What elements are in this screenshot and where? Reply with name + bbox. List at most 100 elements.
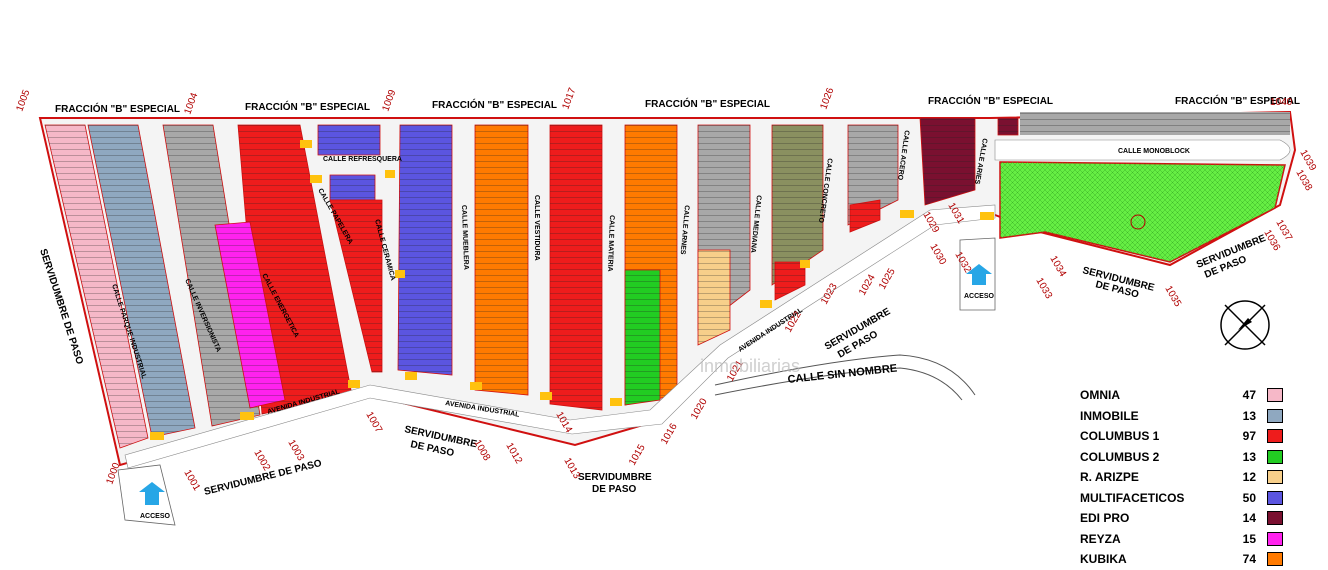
lot-lines	[550, 125, 602, 410]
legend-name: OMNIA	[1080, 388, 1120, 402]
node-label: 1026	[818, 86, 836, 111]
legend-row: MULTIFACETICOS 50	[1080, 489, 1320, 509]
legend-count: 97	[1242, 429, 1256, 443]
road-segment	[310, 175, 322, 183]
node-label: 1024	[857, 272, 878, 297]
node-label: 1038	[1293, 168, 1314, 193]
street-vestidura: CALLE VESTIDURA	[533, 195, 540, 261]
servidumbre-bottom-3a: SERVIDUMBRE	[578, 472, 652, 483]
legend-count: 14	[1242, 511, 1256, 525]
lot-lines	[848, 125, 898, 225]
street-mueblera: CALLE MUEBLERA	[460, 205, 469, 270]
legend-name: COLUMBUS 2	[1080, 449, 1160, 464]
road-segment	[610, 398, 622, 406]
node-label: 1002	[251, 448, 272, 473]
fraccion-label-2: FRACCIÓN "B" ESPECIAL	[245, 100, 370, 113]
legend-swatch	[1267, 552, 1283, 566]
node-label: 1004	[182, 91, 200, 116]
lot-blocks	[44, 117, 1019, 449]
legend-name: INMOBILE	[1080, 408, 1139, 423]
node-label: 1020	[689, 396, 710, 421]
legend-swatch	[1267, 490, 1283, 505]
lot-lines	[330, 175, 375, 200]
lot-lines	[45, 125, 148, 448]
legend-row: INMOBILE 13	[1080, 407, 1320, 427]
legend-row: OMNIA 47	[1080, 386, 1320, 406]
avenida-industrial	[124, 204, 996, 469]
legend-row: R. ARIZPE 12	[1080, 468, 1320, 488]
servidumbre-bottom-3b: DE PASO	[592, 484, 636, 495]
node-label: 1034	[1047, 254, 1068, 279]
lot-lines	[330, 200, 382, 372]
legend-swatch	[1267, 388, 1283, 402]
node-label: 1016	[659, 421, 680, 446]
legend-swatch	[1267, 449, 1283, 464]
node-label: 1012	[503, 441, 524, 466]
calle-sin-nombre	[714, 354, 976, 396]
legend-name: KUBIKA	[1080, 552, 1127, 566]
fraccion-label-1: FRACCIÓN "B" ESPECIAL	[55, 102, 180, 115]
lot-lines	[475, 125, 528, 395]
road-segment	[240, 412, 254, 420]
road-segments	[150, 140, 994, 440]
node-label: 1005	[14, 88, 32, 113]
node-label: 1008	[471, 438, 492, 463]
legend-swatch	[1267, 408, 1283, 423]
legend-count: 15	[1242, 531, 1256, 546]
legend-count: 12	[1242, 470, 1256, 484]
fraccion-label-4: FRACCIÓN "B" ESPECIAL	[645, 97, 770, 110]
legend-name: EDI PRO	[1080, 511, 1130, 525]
acceso-left: ACCESO	[117, 464, 176, 526]
legend-swatch	[1267, 429, 1283, 443]
road-segment	[470, 382, 482, 390]
legend-count: 47	[1242, 388, 1256, 402]
legend-row: EDI PRO 14	[1080, 509, 1320, 529]
road-segment	[800, 260, 810, 268]
lot-lines	[625, 270, 660, 405]
legend-swatch	[1267, 470, 1283, 484]
street-monoblock: CALLE MONOBLOCK	[1118, 148, 1190, 155]
road-segment	[348, 380, 360, 388]
lot-lines	[775, 262, 805, 300]
road-segment	[760, 300, 772, 308]
legend-swatch	[1267, 511, 1283, 525]
fraccion-label-3: FRACCIÓN "B" ESPECIAL	[432, 98, 557, 111]
street-refresquera: CALLE REFRESQUERA	[323, 156, 402, 163]
street-sin-nombre: CALLE SIN NOMBRE	[787, 363, 898, 386]
fraccion-label-6: FRACCIÓN "B" ESPECIAL	[1175, 94, 1300, 107]
node-label: 1040	[1270, 97, 1293, 108]
node-label: 1001	[181, 468, 202, 493]
node-label: 1017	[560, 86, 578, 111]
legend-name: R. ARIZPE	[1080, 470, 1139, 484]
node-label: 1003	[285, 438, 306, 463]
node-label: 1025	[877, 266, 898, 291]
watermark: inmobiliarias	[700, 356, 800, 376]
legend-count: 13	[1242, 408, 1256, 423]
monoblock-road	[994, 139, 1291, 161]
street-arnes: CALLE ARNES	[679, 205, 690, 255]
node-label: 1009	[380, 88, 398, 113]
acceso-right: ACCESO	[959, 237, 996, 311]
road-segment	[150, 432, 164, 440]
node-label: 1015	[627, 442, 648, 467]
road-segment	[300, 140, 312, 148]
road-segment	[385, 170, 395, 178]
road-segment	[540, 392, 552, 400]
lot-lines	[88, 125, 195, 437]
node-label: 1007	[363, 410, 384, 435]
lot-lines	[318, 125, 380, 155]
legend-swatch	[1267, 531, 1283, 546]
street-materia: CALLE MATERIA	[606, 215, 615, 272]
green-area-marker	[1130, 214, 1146, 230]
node-label: 1035	[1162, 284, 1183, 309]
lot-lines	[998, 118, 1018, 135]
lot-lines	[920, 118, 975, 205]
legend-name: MULTIFACETICOS	[1080, 490, 1185, 505]
node-label: 1033	[1033, 276, 1054, 301]
node-label: 1030	[927, 242, 948, 267]
legend-count: 50	[1242, 490, 1256, 505]
north-arrow-icon	[1220, 300, 1270, 350]
